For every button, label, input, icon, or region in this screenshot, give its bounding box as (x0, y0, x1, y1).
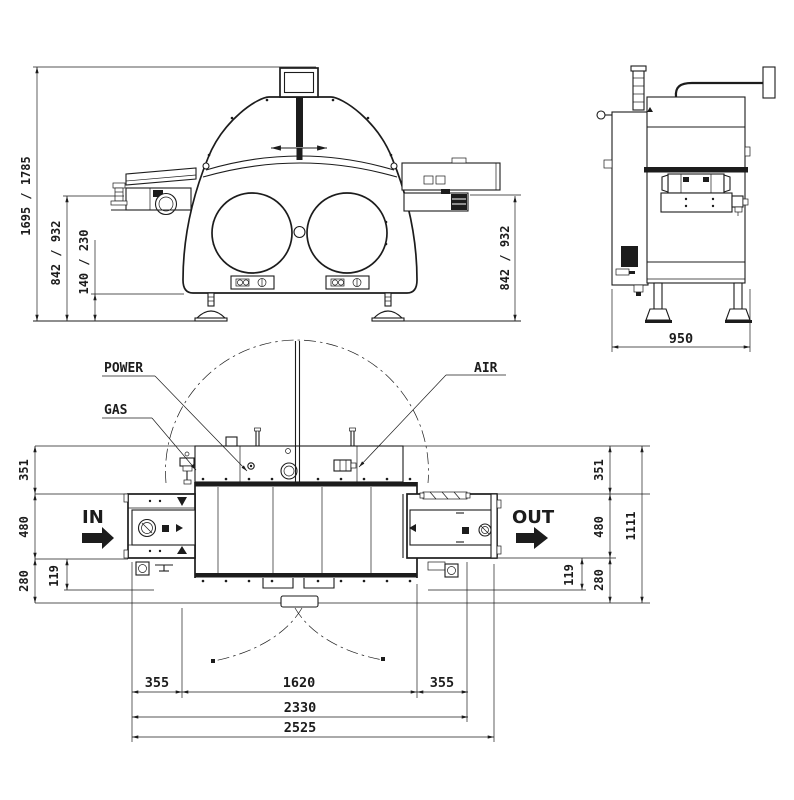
top-outfeed-conveyor (402, 491, 502, 578)
crank-handle (596, 110, 606, 120)
front-outfeed-conveyor (401, 157, 501, 212)
flow-indicators: IN OUT (82, 507, 555, 549)
column-foot-plate (280, 595, 319, 608)
marker-triangle (647, 107, 653, 112)
top-extension-lines (35, 445, 650, 742)
dim-belt-height-right: 842 / 932 (498, 225, 512, 290)
mount-bracket (135, 561, 150, 576)
body-screws (201, 477, 412, 583)
out-label: OUT (512, 507, 555, 528)
power-leader (154, 375, 248, 472)
in-arrow-icon (82, 527, 114, 549)
front-control-panel-right (325, 275, 370, 290)
air-connector (333, 459, 357, 472)
dim-left-belt: 480 (17, 516, 31, 538)
dim-right-offset: 119 (562, 564, 576, 586)
dim-clearance-height: 140 / 230 (77, 229, 91, 294)
air-leader (358, 374, 447, 468)
monitor-pole (296, 97, 303, 147)
center-pipe (280, 462, 298, 480)
signal-tower (630, 65, 647, 111)
gas-label: GAS (104, 403, 128, 418)
window-right (306, 192, 388, 274)
air-label: AIR (474, 361, 498, 376)
switch-icon (352, 278, 362, 287)
gas-connector (179, 451, 195, 485)
top-main-body (194, 477, 418, 589)
utility-labels: POWER GAS AIR (102, 361, 506, 472)
gas-leader (151, 417, 197, 471)
dim-overall-height: 1695 / 1785 (19, 156, 33, 235)
side-view: 950 (596, 65, 776, 352)
vent-panel (621, 246, 638, 267)
belt-direction-marker (177, 497, 187, 506)
dim-left-front: 280 (17, 570, 31, 592)
center-knob (293, 225, 306, 239)
hood-hinge-left (202, 162, 210, 170)
front-dimensions: 1695 / 1785 842 / 932 140 / 230 842 / 93… (19, 66, 521, 322)
front-control-panel-left (230, 275, 275, 290)
side-monitor (762, 66, 776, 99)
dim-left-offset: 119 (47, 565, 61, 587)
side-monitor-arm (674, 66, 776, 99)
dim-depth: 950 (669, 331, 693, 347)
side-dimension-depth: 950 (611, 289, 751, 352)
in-label: IN (82, 507, 104, 528)
belt-band (644, 167, 748, 173)
dim-bottom-left: 355 (145, 675, 169, 691)
front-windows (211, 192, 388, 274)
top-view: 351 480 280 119 351 480 280 119 1111 355 (17, 339, 650, 742)
out-arrow-icon (516, 527, 548, 549)
front-monitor (271, 67, 327, 160)
front-view: 1695 / 1785 842 / 932 140 / 230 842 / 93… (19, 66, 521, 322)
power-inlet (225, 436, 238, 447)
hood-swing-arcs (165, 339, 429, 663)
dim-bottom-center: 1620 (283, 675, 316, 691)
conveyor-motor (154, 192, 178, 216)
top-dims-left: 351 480 280 119 (17, 446, 69, 603)
dim-bottom-inner-total: 2330 (284, 700, 317, 716)
dim-right-belt: 480 (592, 516, 606, 538)
dim-right-total: 1111 (624, 512, 638, 541)
dim-bottom-overall: 2525 (284, 720, 317, 736)
power-connector (247, 462, 255, 470)
mount-bracket (444, 563, 459, 578)
conveyor-drive (451, 194, 467, 210)
hood-hinge-right (390, 162, 398, 170)
top-dims-right: 351 480 280 119 1111 (562, 446, 644, 603)
top-dims-bottom: 355 1620 355 2330 2525 (132, 675, 494, 739)
side-feet (633, 282, 752, 323)
power-label: POWER (104, 361, 143, 376)
dim-bottom-right: 355 (430, 675, 454, 691)
front-infeed-conveyor (110, 167, 197, 216)
side-machine (596, 65, 776, 323)
window-left (211, 192, 293, 274)
dim-left-rear: 351 (17, 459, 31, 481)
dim-belt-height-left: 842 / 932 (49, 220, 63, 285)
dim-right-rear: 351 (592, 459, 606, 481)
side-mechanism (660, 173, 749, 216)
dim-right-front: 280 (592, 569, 606, 591)
front-feet (194, 292, 405, 322)
top-infeed-conveyor (123, 493, 196, 576)
switch-icon (257, 278, 267, 287)
